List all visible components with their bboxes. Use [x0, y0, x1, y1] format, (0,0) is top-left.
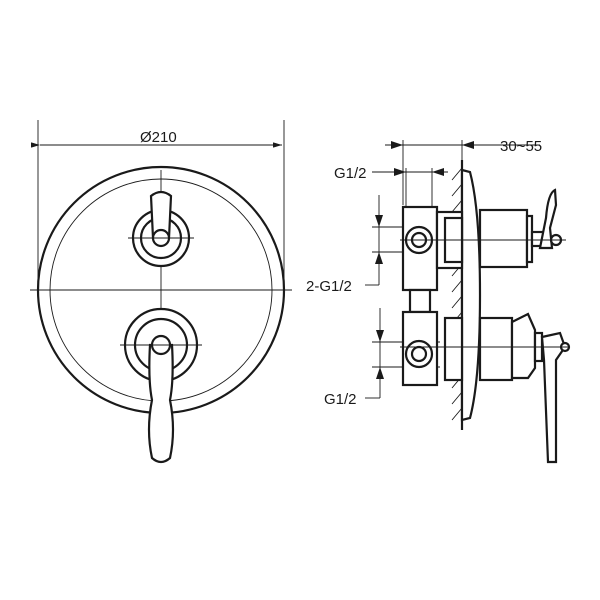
mixer-handle — [120, 307, 202, 464]
top-inlet-dimension: G1/2 — [334, 165, 448, 208]
diverter-assembly — [400, 188, 566, 269]
top-inlet-label: G1/2 — [334, 165, 367, 182]
depth-label: 30~55 — [500, 138, 542, 155]
valve-body — [401, 205, 464, 387]
side-view: 30~55 G1/2 2-G1/2 G1/2 — [306, 138, 571, 464]
mixer-assembly — [400, 312, 571, 464]
escutcheon-plate-profile — [460, 168, 482, 422]
front-view: Ø210 — [30, 120, 292, 464]
side-inlets-dimension: 2-G1/2 — [306, 195, 440, 295]
side-inlets-label: 2-G1/2 — [306, 278, 352, 295]
diameter-dimension: Ø210 — [31, 120, 285, 290]
wall-section — [451, 160, 464, 430]
diverter-knob — [128, 190, 194, 268]
bottom-outlet-label: G1/2 — [324, 391, 357, 408]
diameter-label: Ø210 — [140, 129, 177, 146]
